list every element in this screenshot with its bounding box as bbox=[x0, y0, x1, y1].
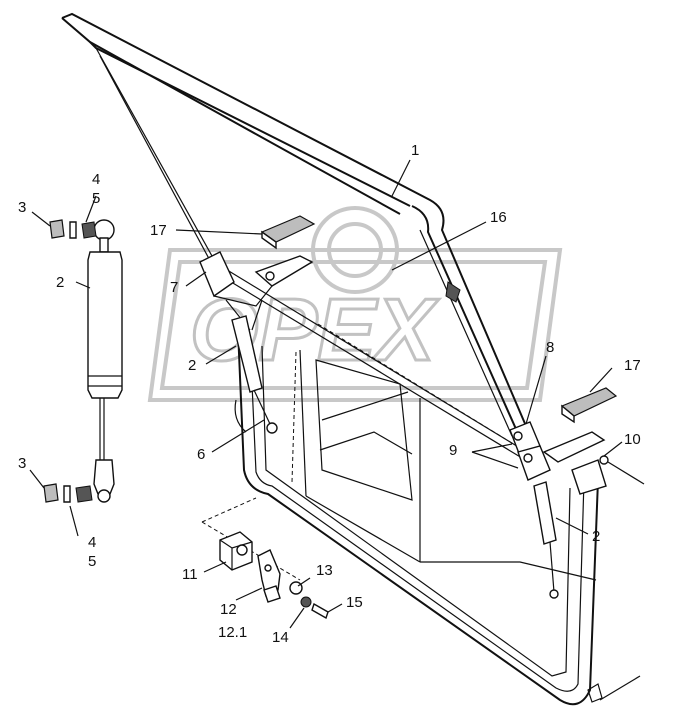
callout-labels: 1 16 17 7 2 6 8 17 10 9 2 2 3 4 5 3 4 5 … bbox=[18, 142, 641, 646]
callout-3-top: 3 bbox=[18, 199, 26, 216]
callout-4-top: 4 bbox=[92, 171, 100, 188]
callout-6: 6 bbox=[197, 446, 205, 463]
callout-11: 11 bbox=[182, 566, 198, 583]
callout-8: 8 bbox=[546, 339, 554, 356]
callout-5-top: 5 bbox=[92, 190, 100, 207]
watermark-logo: OPEX bbox=[147, 206, 563, 402]
callout-17-right: 17 bbox=[624, 357, 641, 374]
callout-7: 7 bbox=[170, 279, 178, 296]
callout-12: 12 bbox=[220, 601, 237, 618]
callout-5-bottom: 5 bbox=[88, 553, 96, 570]
gas-strut-right bbox=[533, 481, 559, 599]
callout-1: 1 bbox=[411, 142, 419, 159]
left-hinge-assembly bbox=[199, 215, 316, 331]
callout-14: 14 bbox=[272, 629, 289, 646]
callout-17-left: 17 bbox=[150, 222, 167, 239]
callout-10: 10 bbox=[624, 431, 641, 448]
leader-lines bbox=[29, 159, 623, 629]
gas-strut-left bbox=[231, 315, 278, 434]
callout-13: 13 bbox=[316, 562, 333, 579]
callout-4-bottom: 4 bbox=[88, 534, 96, 551]
body-frame bbox=[234, 323, 641, 706]
watermark-text: OPEX bbox=[190, 280, 440, 379]
lock-parts-exploded bbox=[201, 497, 329, 620]
callout-12-1: 12.1 bbox=[218, 624, 247, 641]
gas-strut-exploded bbox=[43, 219, 123, 503]
callout-16: 16 bbox=[490, 209, 507, 226]
callout-3-bottom: 3 bbox=[18, 455, 26, 472]
callout-15: 15 bbox=[346, 594, 363, 611]
callout-9: 9 bbox=[449, 442, 457, 459]
hatch-lid-frame bbox=[61, 12, 533, 459]
callout-2-strut: 2 bbox=[56, 274, 64, 291]
callout-2-hatch-right: 2 bbox=[592, 528, 600, 545]
callout-2-hatch-left: 2 bbox=[188, 357, 196, 374]
right-hinge-assembly bbox=[509, 387, 645, 495]
